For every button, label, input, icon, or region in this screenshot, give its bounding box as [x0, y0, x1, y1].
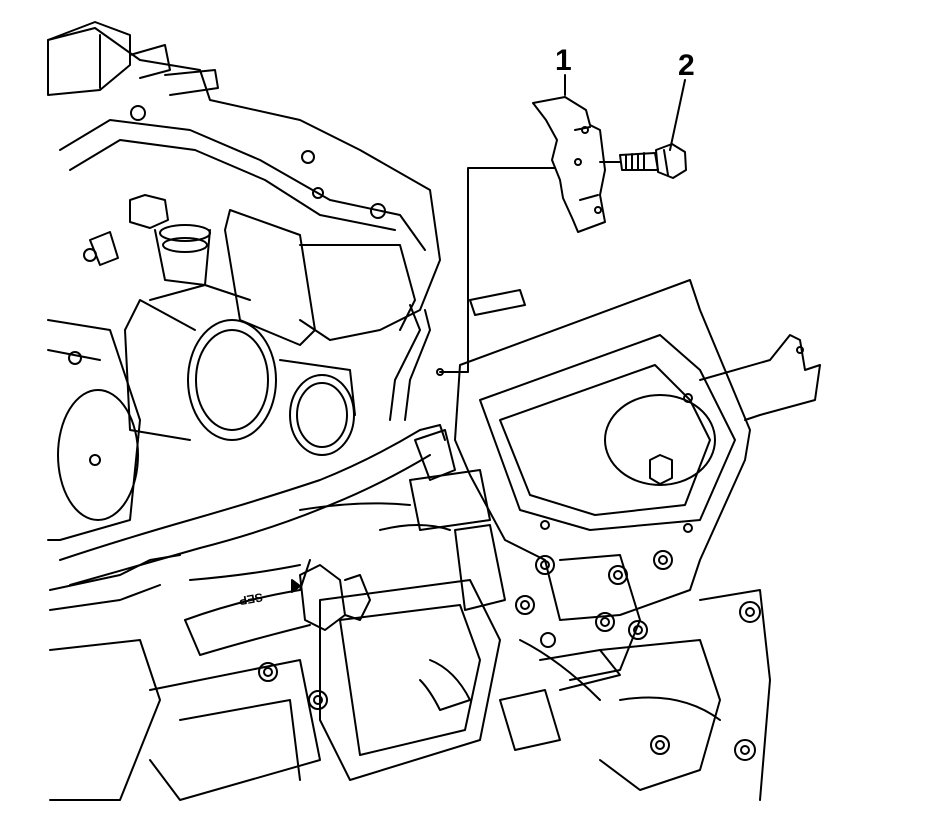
- top-left-sensor: [47, 21, 219, 96]
- central-connector: [409, 424, 506, 611]
- hose-marking: SEP: [238, 590, 264, 608]
- lower-bolts: [83, 248, 761, 761]
- left-pulley: [47, 319, 141, 541]
- support-arm: [699, 334, 821, 421]
- bracket-part: [532, 96, 606, 233]
- top-tube: [389, 289, 526, 421]
- heat-shield-plate: [454, 279, 751, 621]
- callout-2-leader: [669, 79, 686, 151]
- coolant-hoses: [49, 429, 451, 656]
- bracket-leader-line: [436, 167, 556, 376]
- bolt-part: [599, 143, 687, 179]
- callout-1-label: 1: [555, 44, 572, 77]
- lower-engine: [49, 554, 771, 801]
- callout-2-label: 2: [678, 49, 695, 82]
- engine-cover: [47, 27, 441, 346]
- intake-pipes: [124, 284, 356, 456]
- cover-fittings: [89, 194, 211, 286]
